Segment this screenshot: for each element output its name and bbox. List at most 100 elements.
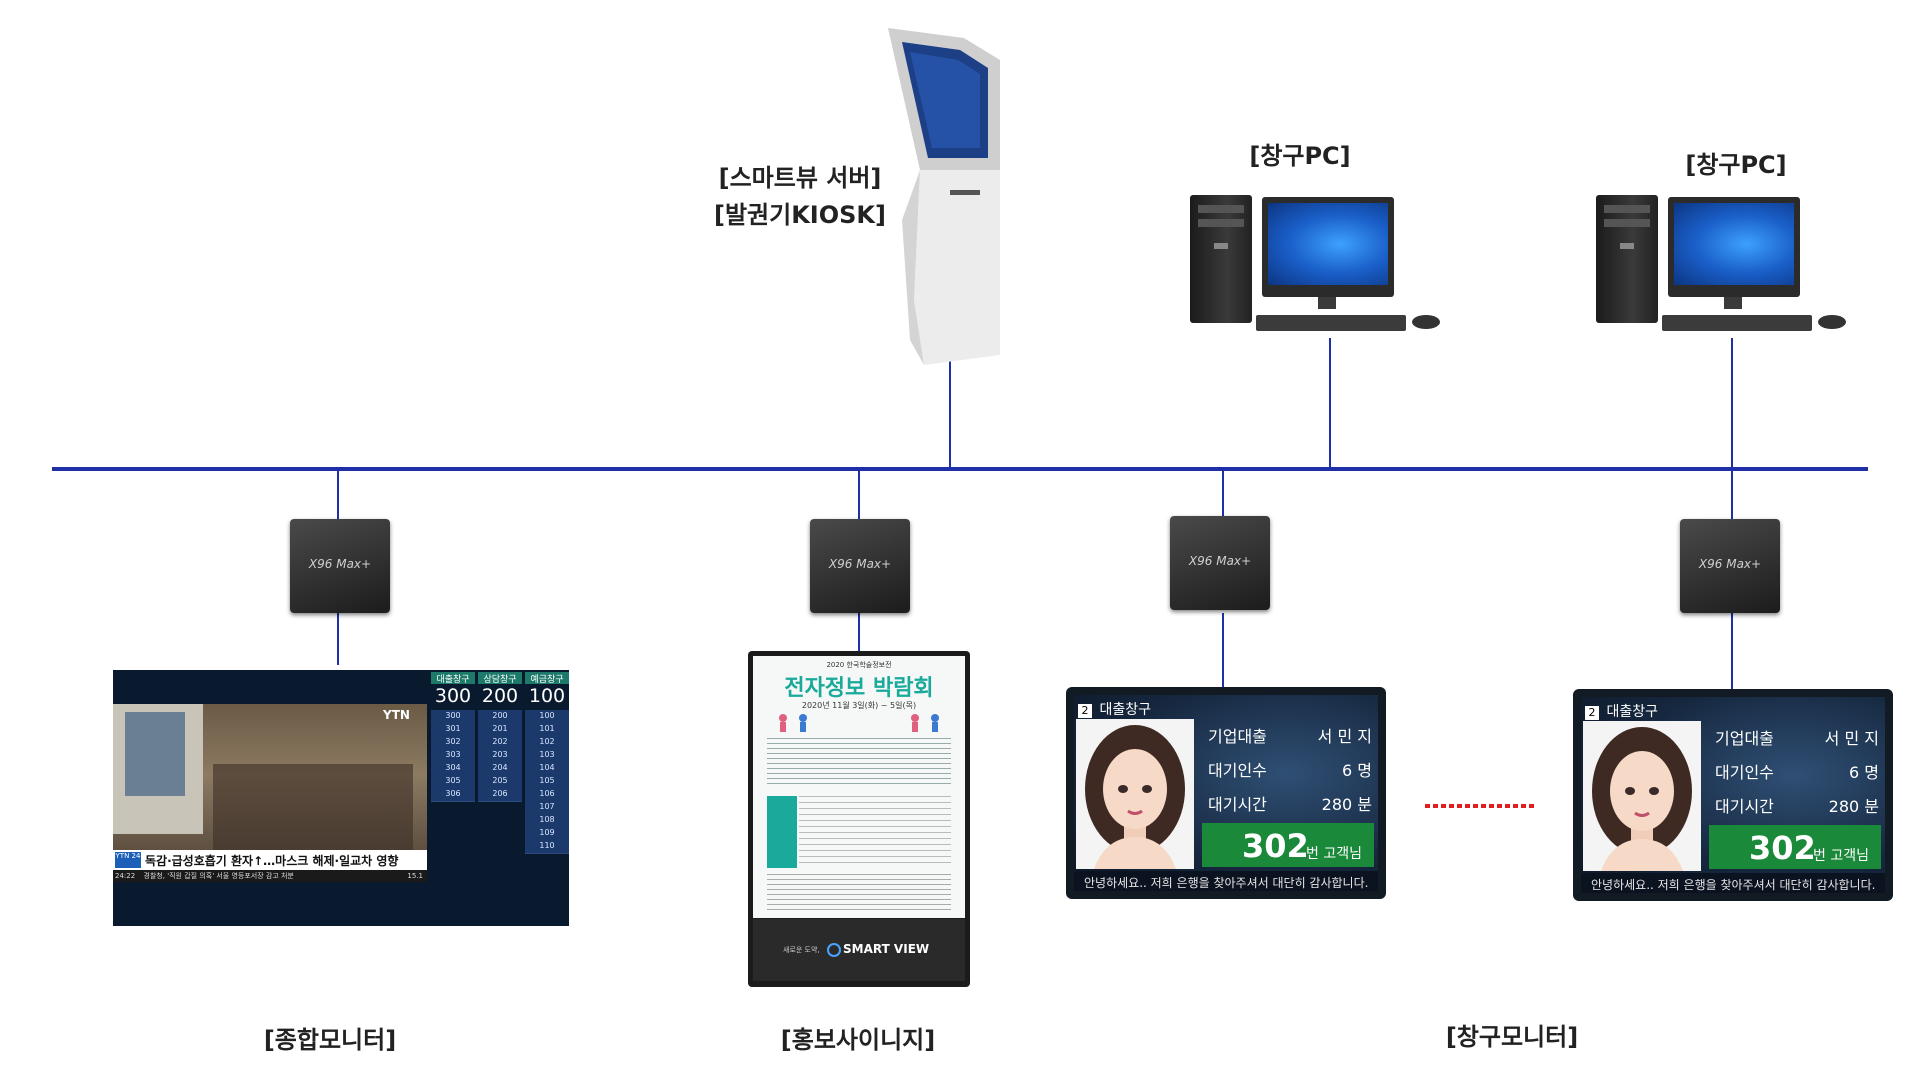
queue-header-0: 대출창구: [431, 672, 475, 685]
news-headline-bar: YTN 24 독감·급성호흡기 환자↑…마스크 해제·일교차 영향: [113, 850, 427, 870]
promo-signage: 2020 한국학술정보전 전자정보 박람회 2020년 11월 3일(화) ~ …: [748, 651, 970, 987]
box3-connector-bottom: [1222, 613, 1224, 687]
android-box-logo: X96 Max+: [1698, 557, 1762, 571]
channel-logo: YTN: [383, 708, 410, 722]
pc1-illustration: [1190, 195, 1450, 340]
queue-cell: 105: [525, 775, 569, 789]
window-footer-message: 안녕하세요.. 저희 은행을 찾아주셔서 대단히 감사합니다.: [1074, 871, 1378, 891]
window-info-row: 대기인수 6 명: [1715, 759, 1879, 783]
pc1-connector: [1329, 338, 1331, 468]
window-name: 대출창구: [1606, 704, 1658, 720]
queue-cell: 306: [431, 788, 475, 802]
queue-current-0: 300: [434, 685, 472, 707]
window-number-badge: 2: [1585, 706, 1599, 720]
window-footer-message: 안녕하세요.. 저희 은행을 찾아주셔서 대단히 감사합니다.: [1581, 873, 1885, 893]
general-monitor-label: [종합모니터]: [263, 1026, 397, 1054]
row-label: 대기인수: [1208, 761, 1267, 780]
queue-cell: 305: [431, 775, 475, 789]
pc-monitor-icon: [1668, 197, 1800, 297]
row-value: 280 분: [1828, 797, 1879, 816]
queue-cell: 100: [525, 710, 569, 724]
row-label: 대기시간: [1208, 795, 1267, 814]
queue-cell: 206: [478, 788, 522, 802]
signage-schedule-table: [767, 796, 951, 868]
android-box-4: X96 Max+: [1680, 519, 1780, 613]
queue-cell: 302: [431, 736, 475, 750]
ticket-suffix: 번 고객님: [1306, 846, 1362, 862]
news-headline: 독감·급성호흡기 환자↑…마스크 해제·일교차 영향: [145, 854, 399, 868]
box4-connector-bottom: [1731, 613, 1733, 689]
row-value: 서 민 지: [1824, 729, 1879, 748]
pc2-illustration: [1596, 195, 1856, 340]
pc2-connector: [1731, 338, 1733, 468]
signage-footer-text: [767, 874, 951, 914]
ticket-number: 302: [1242, 827, 1309, 865]
box3-connector-top: [1222, 471, 1224, 519]
news-ticker: 경찰청, '직원 갑질 의혹' 서울 영등포서장 감고 처분: [143, 872, 294, 880]
queue-cell: 303: [431, 749, 475, 763]
kiosk-connector: [949, 350, 951, 468]
row-label: 기업대출: [1715, 729, 1774, 748]
row-label: 대기시간: [1715, 797, 1774, 816]
queue-cell: 200: [478, 710, 522, 724]
signage-body-text: [767, 738, 951, 788]
queue-cell: 101: [525, 723, 569, 737]
news-time: 24:22: [115, 872, 136, 880]
window-monitor-screen: 2 대출창구 기업대출 서 민 지 대기인수 6 명 대기시간: [1581, 697, 1885, 893]
window-monitor-2: 2 대출창구 기업대출 서 민 지 대기인수 6 명 대기시간: [1573, 689, 1893, 901]
window-info-row: 대기시간 280 분: [1715, 793, 1879, 817]
window-monitor-1: 2 대출창구 기업대출 서 민 지 대기인수 6 명 대기시간: [1066, 687, 1386, 899]
box2-connector-bottom: [858, 613, 860, 651]
pc-tower-icon: [1596, 195, 1658, 323]
box1-connector-bottom: [337, 613, 339, 665]
pc-keyboard-icon: [1256, 315, 1406, 331]
queue-cell: 203: [478, 749, 522, 763]
kiosk-label-server: [스마트뷰 서버]: [718, 164, 882, 192]
news-video: YTN YTN 24 독감·급성호흡기 환자↑…마스크 해제·일교차 영향 24…: [113, 704, 427, 882]
signage-poster: 2020 한국학술정보전 전자정보 박람회 2020년 11월 3일(화) ~ …: [753, 656, 965, 918]
general-monitor-screen: YTN YTN 24 독감·급성호흡기 환자↑…마스크 해제·일교차 영향 24…: [113, 670, 569, 926]
network-bus-line: [52, 467, 1868, 471]
window-monitor-screen: 2 대출창구 기업대출 서 민 지 대기인수 6 명 대기시간: [1074, 695, 1378, 891]
pc-monitor-icon: [1262, 197, 1394, 297]
signage-footer-brand: SMART VIEW: [843, 942, 930, 956]
news-ticker-bar: 24:22 경찰청, '직원 갑질 의혹' 서울 영등포서장 감고 처분 15.…: [113, 870, 427, 882]
pc-tower-icon: [1190, 195, 1252, 323]
queue-current-1: 200: [481, 685, 519, 707]
row-value: 6 명: [1342, 761, 1372, 780]
android-box-1: X96 Max+: [290, 519, 390, 613]
android-box-3: X96 Max+: [1170, 516, 1270, 610]
pc2-label: [창구PC]: [1685, 151, 1787, 179]
queue-cell: 304: [431, 762, 475, 776]
pc-keyboard-icon: [1662, 315, 1812, 331]
kiosk-illustration: [880, 20, 1010, 365]
box4-connector-top: [1731, 471, 1733, 519]
signage-footer-tagline: 새로운 도약,: [783, 946, 820, 954]
window-info-row: 대기시간 280 분: [1208, 791, 1372, 815]
android-box-2: X96 Max+: [810, 519, 910, 613]
staff-avatar-icon: [1592, 727, 1692, 871]
android-box-logo: X96 Max+: [828, 557, 892, 571]
queue-cell: 107: [525, 801, 569, 815]
smart-view-logo-icon: [827, 943, 841, 957]
row-label: 기업대출: [1208, 727, 1267, 746]
queue-cell: 108: [525, 814, 569, 828]
android-box-logo: X96 Max+: [1188, 554, 1252, 568]
queue-cell: 104: [525, 762, 569, 776]
ticket-call-box: 302 번 고객님: [1202, 823, 1374, 867]
row-value: 6 명: [1849, 763, 1879, 782]
window-name: 대출창구: [1099, 702, 1151, 718]
window-monitor-label: [창구모니터]: [1445, 1023, 1579, 1051]
kiosk-label-kiosk: [발권기KIOSK]: [714, 201, 886, 229]
more-dots-icon: [1425, 804, 1537, 808]
ticket-number: 302: [1749, 829, 1816, 867]
pc-mouse-icon: [1818, 315, 1846, 329]
row-value: 서 민 지: [1317, 727, 1372, 746]
staff-photo: [1583, 721, 1701, 871]
queue-cell: 202: [478, 736, 522, 750]
window-info-row: 기업대출 서 민 지: [1715, 725, 1879, 749]
signage-year-title: 2020 한국학술정보전: [826, 661, 892, 669]
window-header: 2 대출창구: [1078, 699, 1151, 719]
window-info-row: 기업대출 서 민 지: [1208, 723, 1372, 747]
